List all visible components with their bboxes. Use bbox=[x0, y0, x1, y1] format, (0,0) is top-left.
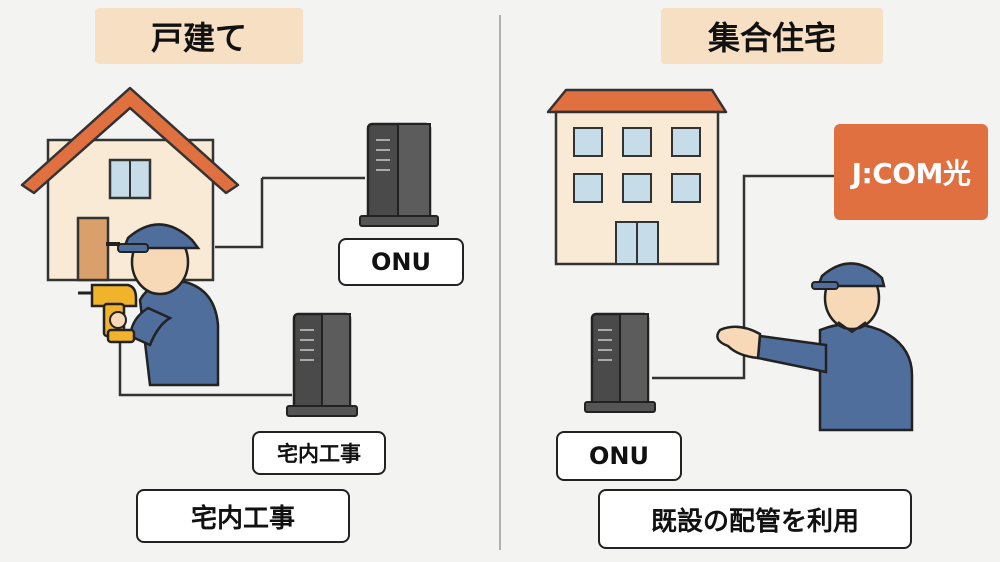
apartment-building-icon bbox=[546, 88, 728, 266]
onu-label-right: ONU bbox=[556, 431, 682, 481]
caption-left: 宅内工事 bbox=[136, 489, 350, 543]
indoor-device-icon bbox=[286, 312, 358, 417]
detached-house-title: 戸建て bbox=[95, 8, 303, 64]
caption-right-text: 既設の配管を利用 bbox=[650, 506, 859, 537]
jcom-brand-text: J:COM光 bbox=[851, 157, 971, 190]
worker-pointing-icon bbox=[716, 262, 914, 432]
cable-to-indoor-device bbox=[118, 330, 292, 397]
drill-icon bbox=[78, 283, 138, 344]
onu-label-left-text: ONU bbox=[371, 248, 431, 276]
cable-to-onu-right bbox=[652, 174, 838, 380]
detached-house-icon bbox=[20, 86, 240, 282]
device-caption-left: 宅内工事 bbox=[252, 431, 386, 475]
onu-device-icon bbox=[359, 122, 439, 227]
caption-right: 既設の配管を利用 bbox=[598, 489, 912, 549]
worker-with-drill-icon bbox=[78, 223, 220, 387]
jcom-brand-badge: J:COM光 bbox=[834, 124, 988, 220]
apartment-title-text: 集合住宅 bbox=[707, 19, 836, 57]
onu-device-icon-right bbox=[584, 312, 656, 413]
apartment-title: 集合住宅 bbox=[661, 8, 883, 64]
onu-label-left: ONU bbox=[338, 238, 464, 286]
onu-label-right-text: ONU bbox=[589, 442, 649, 470]
caption-left-text: 宅内工事 bbox=[190, 503, 295, 534]
device-caption-left-text: 宅内工事 bbox=[277, 442, 361, 466]
cable-house-to-onu bbox=[215, 178, 264, 249]
detached-house-title-text: 戸建て bbox=[150, 19, 247, 57]
